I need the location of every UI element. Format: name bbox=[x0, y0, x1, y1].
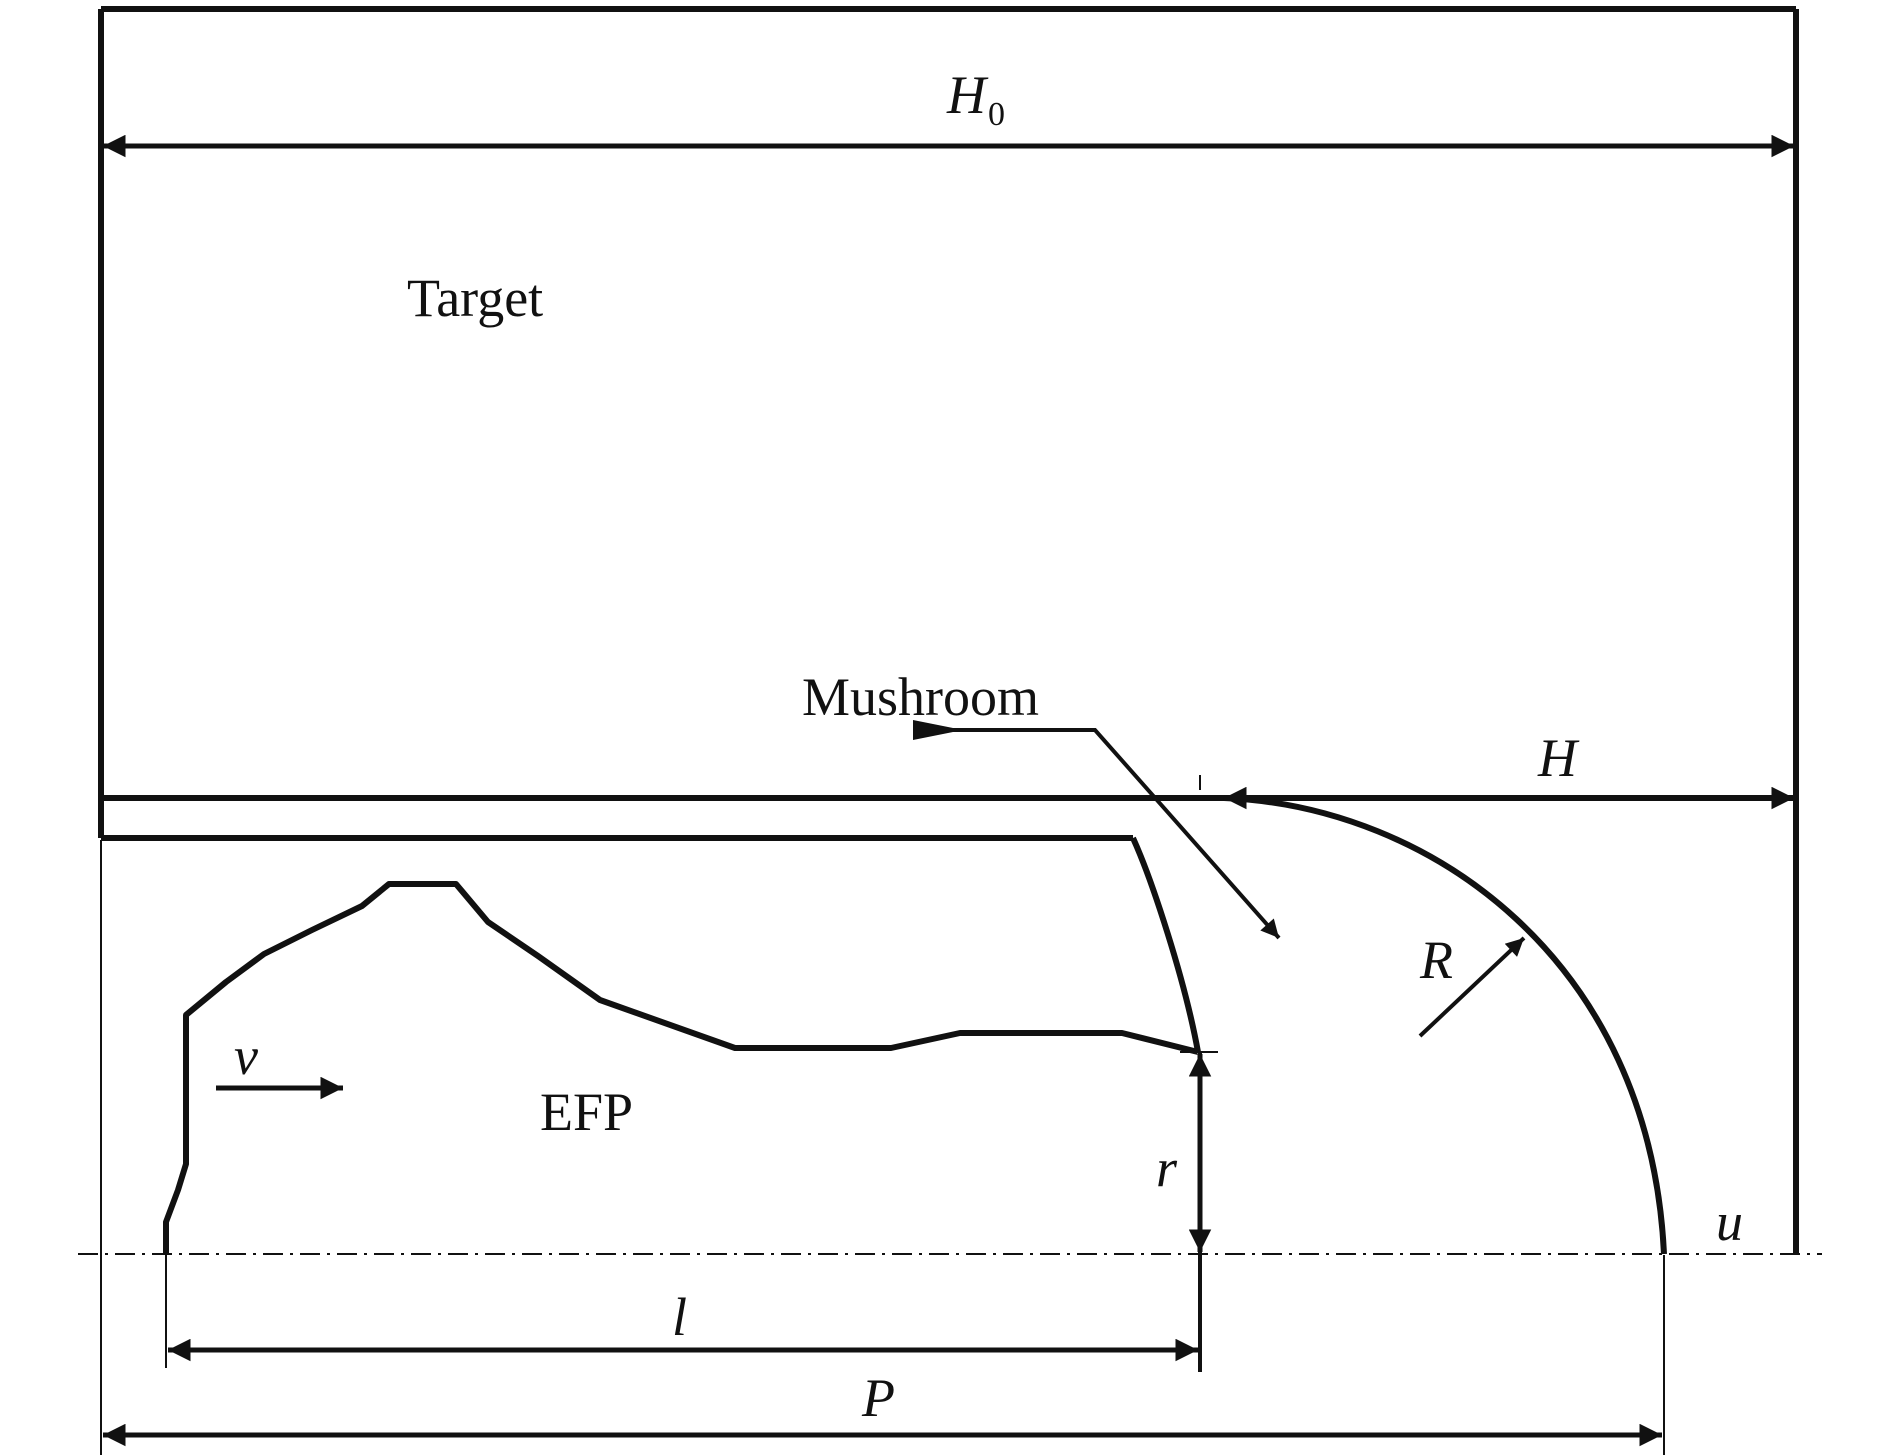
h0-subscript: 0 bbox=[988, 96, 1005, 133]
radius-arrow bbox=[1418, 936, 1526, 1038]
h0-label: H0 bbox=[946, 65, 1005, 133]
mushroom-label: Mushroom bbox=[802, 667, 1039, 727]
efp-outline bbox=[163, 881, 1199, 1254]
mushroom-leader-start-arrowhead bbox=[913, 720, 963, 740]
p-label: P bbox=[861, 1368, 895, 1428]
extension-lines bbox=[100, 775, 1665, 1455]
mushroom-leader bbox=[913, 728, 1281, 940]
radius-label: R bbox=[1419, 930, 1453, 990]
target-label: Target bbox=[407, 268, 543, 328]
target-block bbox=[98, 6, 1799, 1255]
efp-label: EFP bbox=[540, 1082, 633, 1142]
target-step-curve bbox=[1130, 836, 1201, 1053]
h-label: H bbox=[1537, 728, 1580, 788]
mushroom-arc bbox=[1223, 795, 1667, 1255]
l-label: l bbox=[672, 1287, 687, 1347]
r-label: r bbox=[1156, 1138, 1178, 1198]
v-label: v bbox=[234, 1026, 258, 1086]
u-label: u bbox=[1716, 1192, 1743, 1252]
h0-symbol: H bbox=[946, 65, 989, 125]
